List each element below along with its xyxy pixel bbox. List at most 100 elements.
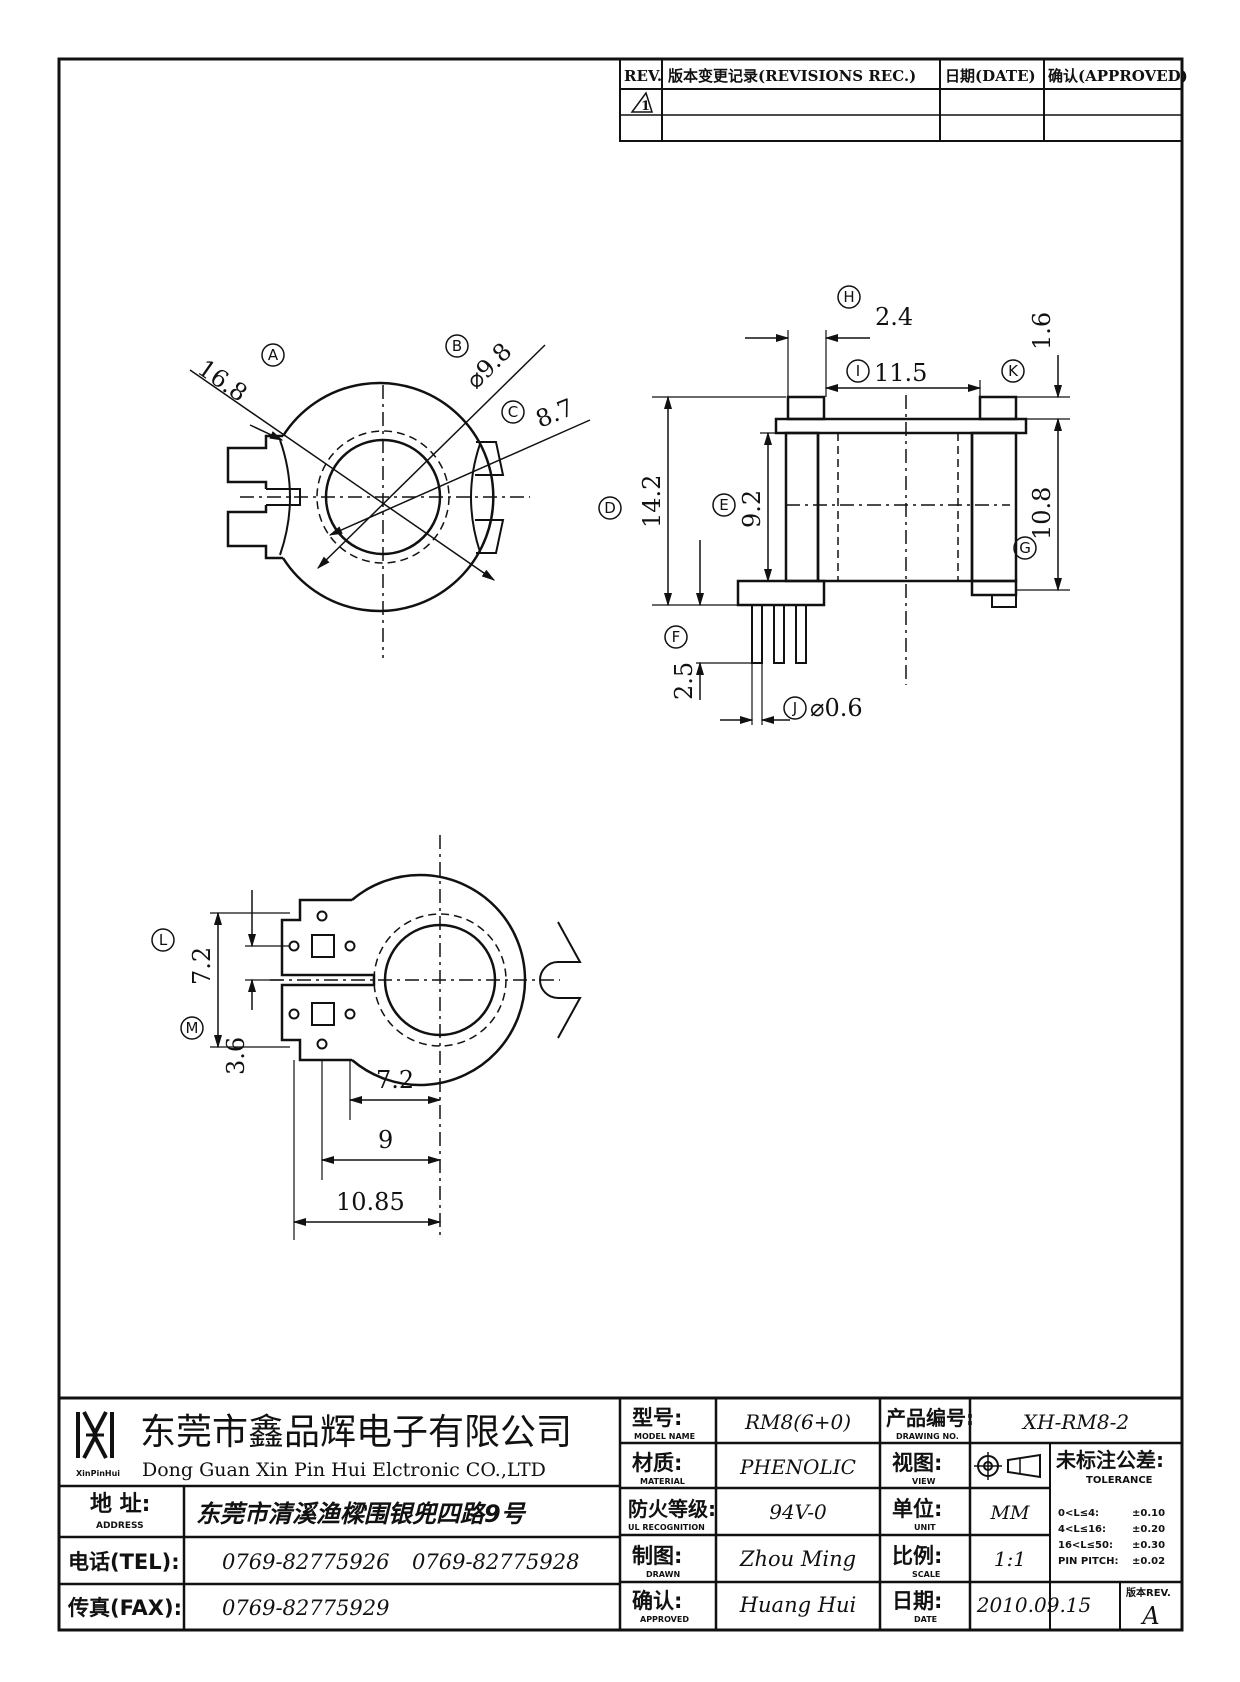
model-label: 型号:: [632, 1406, 682, 1430]
fax-label: 传真(FAX):: [67, 1596, 182, 1620]
marker-f-label: F: [672, 628, 681, 646]
ul-value: 94V-0: [769, 1500, 827, 1524]
address-label-en: ADDRESS: [96, 1521, 144, 1531]
rev-value: A: [1140, 1602, 1159, 1630]
approved-label-en: APPROVED: [640, 1615, 689, 1624]
marker-g-label: G: [1019, 539, 1031, 557]
dim-f: 2.5: [670, 662, 698, 700]
model-value: RM8(6+0): [744, 1410, 851, 1434]
marker-h-label: H: [843, 288, 854, 306]
approved-value: Huang Hui: [739, 1593, 857, 1617]
tolerance-value-1: ±0.10: [1132, 1508, 1165, 1519]
company-logo-icon: [76, 1411, 114, 1459]
revision-table: REV. 版本变更记录(REVISIONS REC.) 日期(DATE) 确认(…: [619, 58, 1188, 142]
dim-j: ⌀0.6: [810, 694, 863, 722]
marker-i: [846, 359, 870, 383]
marker-j-label: J: [792, 699, 797, 717]
title-block: XinPinHui 东莞市鑫品辉电子有限公司 Dong Guan Xin Pin…: [57, 1396, 1184, 1632]
unit-label: 单位:: [892, 1497, 942, 1521]
view-label: 视图:: [892, 1451, 942, 1475]
dim-w3: 10.85: [336, 1188, 405, 1216]
marker-d: [598, 496, 622, 520]
view-label-en: VIEW: [912, 1477, 936, 1486]
date-value: 2010.09.15: [976, 1593, 1092, 1617]
marker-j: [783, 696, 807, 720]
revision-record-header: 版本变更记录(REVISIONS REC.): [668, 67, 916, 85]
bottom-view: L 7.2 M 3.6 7.2 9 10.85: [151, 835, 582, 1240]
marker-h: [837, 285, 861, 309]
material-value: PHENOLIC: [739, 1455, 856, 1479]
rev-header: REV.: [624, 67, 662, 85]
marker-k-label: K: [1008, 362, 1019, 380]
date-label: 日期:: [892, 1589, 942, 1613]
logo-text: XinPinHui: [76, 1469, 120, 1478]
dim-k: 1.6: [1028, 312, 1056, 350]
marker-c: [501, 400, 525, 424]
dim-l: 7.2: [188, 947, 216, 985]
approved-label: 确认:: [632, 1589, 682, 1613]
revision-date-header: 日期(DATE): [945, 67, 1036, 85]
address-value: 东莞市清溪渔樑围银兜四路9号: [196, 1500, 527, 1528]
drawn-label-en: DRAWN: [646, 1570, 680, 1579]
dim-d: 14.2: [638, 475, 666, 528]
unit-value: MM: [990, 1502, 1030, 1524]
company-name-en: Dong Guan Xin Pin Hui Elctronic CO.,LTD: [142, 1459, 546, 1481]
tolerance-label: 未标注公差:: [1056, 1448, 1164, 1472]
marker-d-label: D: [604, 499, 616, 517]
material-label-en: MATERIAL: [640, 1477, 685, 1486]
marker-f: [664, 625, 688, 649]
dim-w2: 9: [378, 1126, 393, 1154]
date-label-en: DATE: [914, 1615, 937, 1624]
dim-h: 2.4: [875, 303, 913, 331]
marker-i-label: I: [856, 362, 860, 380]
tolerance-range-3: 16<L≤50:: [1058, 1540, 1113, 1551]
scale-label: 比例:: [892, 1544, 942, 1568]
tolerance-range-2: 4<L≤16:: [1058, 1524, 1106, 1535]
marker-c-label: C: [508, 403, 518, 421]
scale-label-en: SCALE: [912, 1570, 940, 1579]
model-label-en: MODEL NAME: [634, 1432, 695, 1441]
marker-m-label: M: [186, 1019, 199, 1037]
address-label: 地 址:: [90, 1492, 150, 1517]
tolerance-label-en: TOLERANCE: [1086, 1475, 1153, 1486]
dim-i: 11.5: [874, 359, 927, 387]
tel-2: 0769-82775928: [412, 1550, 579, 1574]
tolerance-value-2: ±0.20: [1132, 1524, 1165, 1535]
revision-row-1-rev: 1: [641, 99, 650, 114]
drawn-label: 制图:: [632, 1544, 682, 1568]
drawn-value: Zhou Ming: [739, 1547, 856, 1571]
tolerance-range-4: PIN PITCH:: [1058, 1556, 1118, 1567]
ul-label-en: UL RECOGNITION: [628, 1523, 705, 1532]
revision-approved-header: 确认(APPROVED): [1048, 67, 1188, 85]
dim-e: 9.2: [738, 490, 766, 528]
dim-b: ⌀9.8: [460, 337, 517, 394]
revision-triangle-icon: [630, 91, 654, 113]
tolerance-value-3: ±0.30: [1132, 1540, 1165, 1551]
tel-label: 电话(TEL):: [68, 1550, 180, 1574]
drawing-no-label-en: DRAWING NO.: [896, 1432, 959, 1441]
sheet-border: [57, 57, 1184, 1632]
marker-m: [180, 1016, 204, 1040]
marker-a-label: A: [268, 346, 279, 364]
dim-m: 3.6: [222, 1037, 250, 1075]
marker-b-label: B: [452, 337, 462, 355]
drawing-no-label: 产品编号:: [886, 1406, 974, 1430]
marker-l: [151, 928, 175, 952]
dim-g: 10.8: [1028, 487, 1056, 540]
top-view: A 16.8 B ⌀9.8 C 8.7: [189, 334, 591, 658]
ul-label: 防火等级:: [628, 1497, 716, 1521]
material-label: 材质:: [632, 1451, 682, 1475]
scale-value: 1:1: [994, 1547, 1026, 1571]
marker-l-label: L: [159, 931, 168, 949]
marker-e-label: E: [719, 496, 728, 514]
tolerance-range-1: 0<L≤4:: [1058, 1508, 1099, 1519]
marker-a: [261, 343, 285, 367]
tolerance-value-4: ±0.02: [1132, 1556, 1165, 1567]
fax-value: 0769-82775929: [222, 1596, 389, 1620]
dim-a: 16.8: [193, 354, 253, 408]
marker-g: [1013, 536, 1037, 560]
projection-symbol-icon: [974, 1452, 1041, 1480]
rev-label: 版本REV.: [1126, 1586, 1171, 1599]
company-name-cn: 东莞市鑫品辉电子有限公司: [140, 1412, 572, 1453]
